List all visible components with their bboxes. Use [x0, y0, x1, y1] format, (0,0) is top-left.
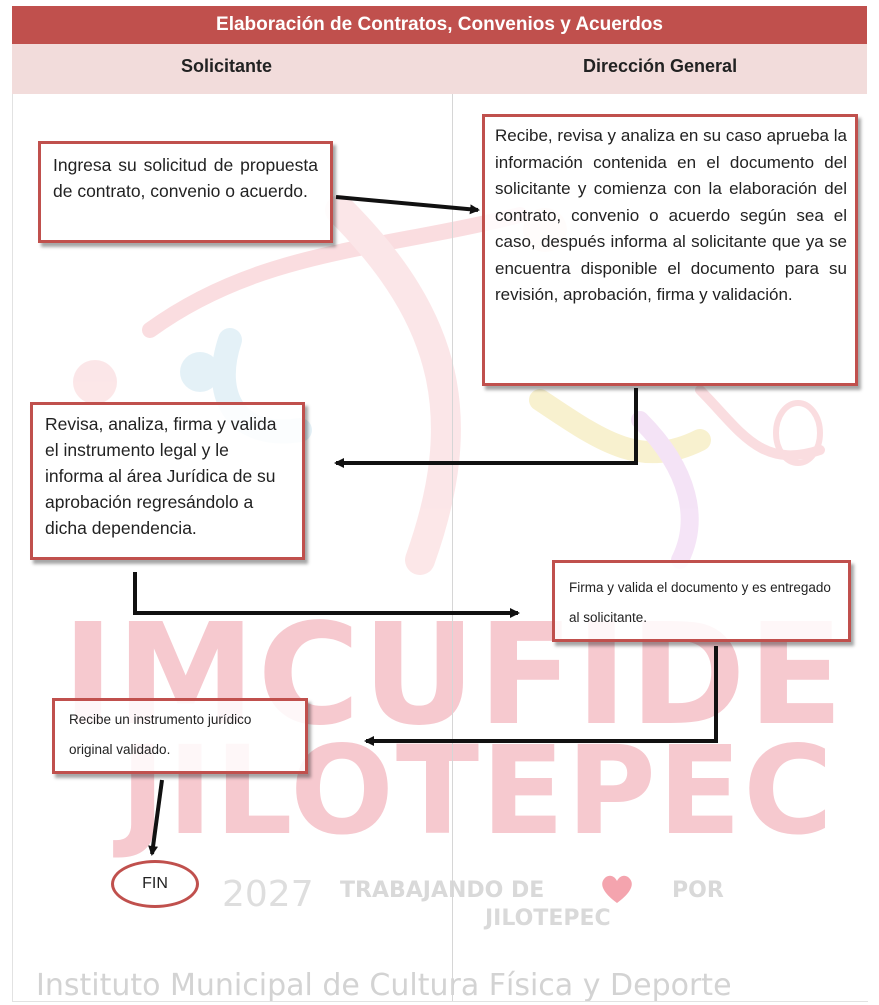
step-box-4: Firma y valida el documento y es entrega… — [552, 560, 851, 642]
lane-header-row — [12, 44, 867, 94]
step-box-2: Recibe, revisa y analiza en su caso apru… — [482, 114, 858, 386]
lane-label-direccion-general: Dirección General — [583, 56, 738, 76]
swimlane-frame — [12, 94, 868, 1002]
step-box-1: Ingresa su solicitud de propuesta de con… — [38, 141, 333, 243]
lane-label-solicitante: Solicitante — [181, 56, 273, 76]
swimlane-divider — [452, 94, 453, 1001]
step-box-5: Recibe un instrumento jurídico original … — [52, 698, 308, 774]
step-box-3: Revisa, analiza, firma y valida el instr… — [30, 402, 305, 560]
diagram-title: Elaboración de Contratos, Convenios y Ac… — [12, 6, 867, 44]
end-node: FIN — [111, 860, 199, 908]
